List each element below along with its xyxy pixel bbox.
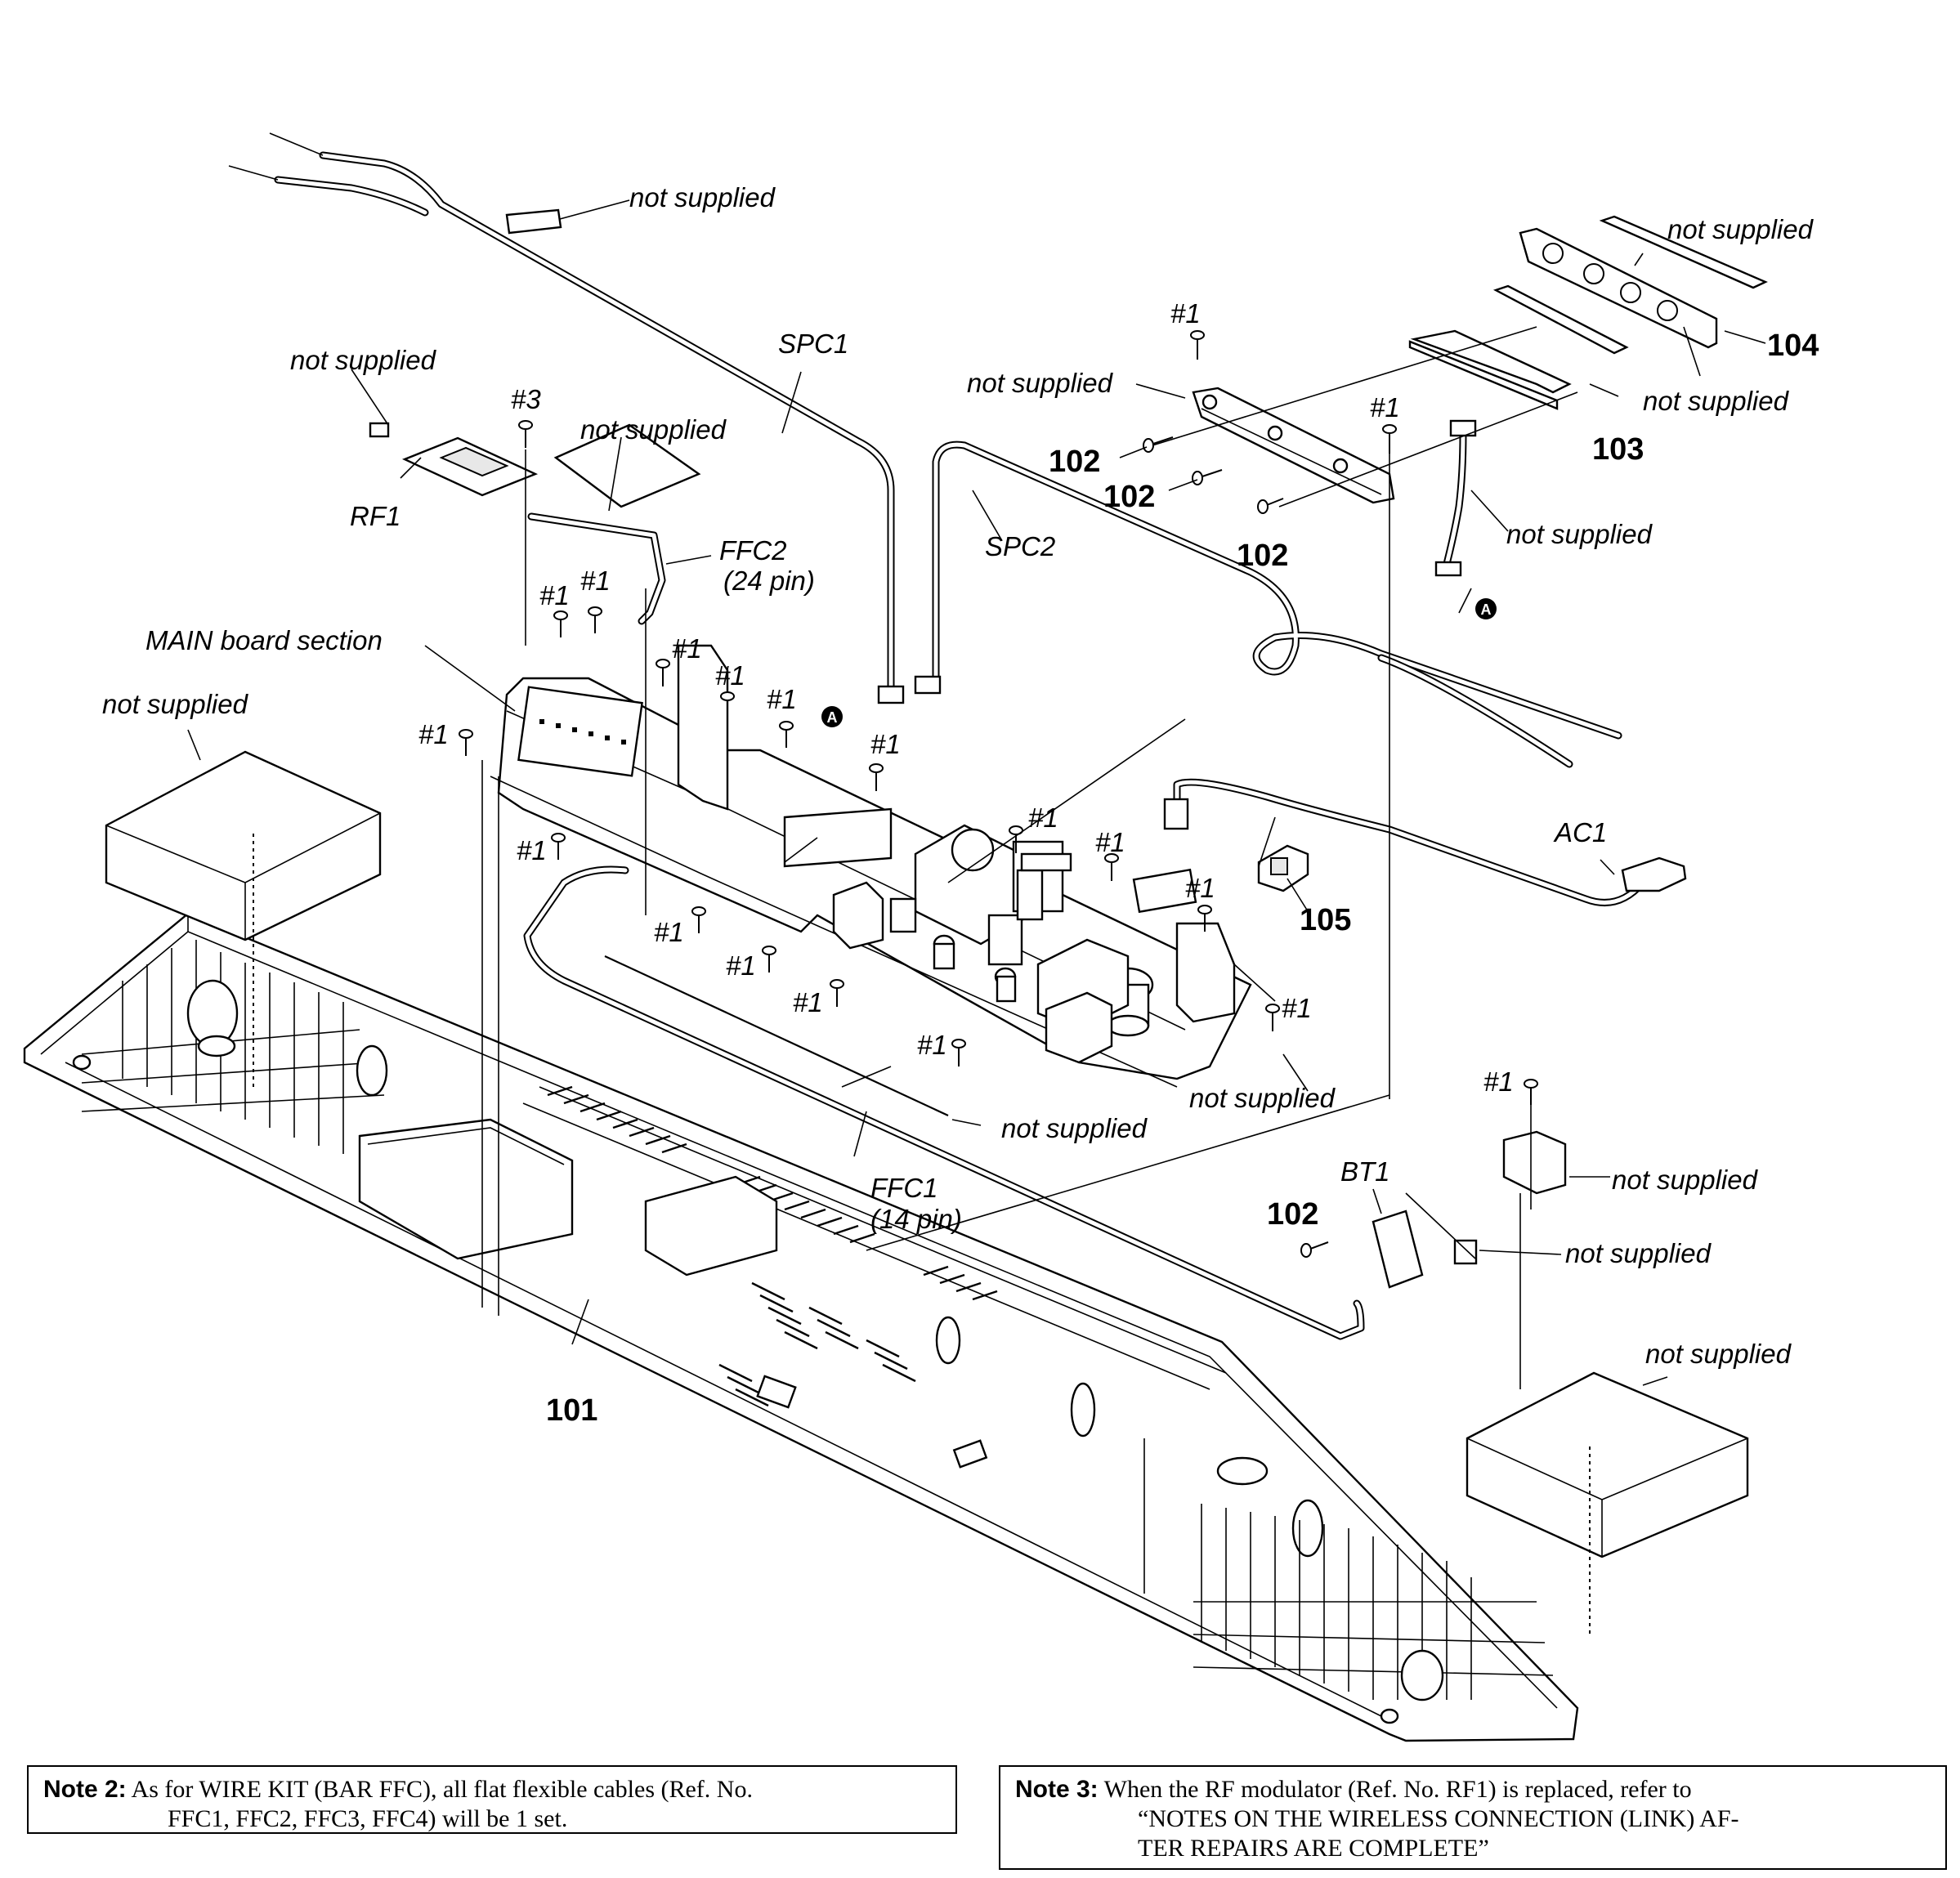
label-not-supplied-bracket: not supplied	[967, 368, 1114, 398]
svg-text:A: A	[827, 709, 838, 726]
note-2-box: Note 2: As for WIRE KIT (BAR FFC), all f…	[27, 1765, 957, 1834]
label-not-supplied-pad-left: not supplied	[102, 689, 249, 719]
label-ffc2-pin: (24 pin)	[723, 566, 815, 596]
label-rf1: RF1	[350, 501, 401, 531]
label-screw-1-h: #1	[1028, 803, 1058, 833]
labels: not supplied not supplied 104 SPC1 #1 no…	[102, 182, 1819, 1428]
label-ffc2: FFC2	[719, 535, 787, 566]
label-not-supplied-tr1: not supplied	[1667, 214, 1815, 244]
label-ref-103: 103	[1592, 432, 1644, 467]
screws	[459, 330, 1538, 1258]
main-board	[490, 644, 1252, 1088]
label-screw-1-c: #1	[672, 633, 702, 664]
label-screw-1-f: #1	[870, 729, 901, 759]
label-screw-1-g: #1	[418, 719, 449, 749]
label-ref-101: 101	[546, 1393, 597, 1428]
label-not-supplied-cable: not supplied	[1506, 519, 1653, 549]
label-not-supplied-board: not supplied	[1189, 1083, 1336, 1113]
rf-shield-sheet	[553, 423, 701, 508]
note-2-title: Note 2:	[43, 1776, 127, 1803]
strip-not-supplied	[604, 955, 949, 1116]
bt-holder	[1502, 1130, 1567, 1195]
note-2-line-2: FFC1, FFC2, FFC3, FFC4) will be 1 set.	[168, 1805, 568, 1832]
label-bt1: BT1	[1340, 1156, 1390, 1187]
label-ffc1: FFC1	[870, 1173, 938, 1203]
rf1-module	[369, 422, 539, 497]
label-not-supplied-strip: not supplied	[1001, 1113, 1148, 1143]
switch-105	[1257, 844, 1309, 892]
label-ref-102-b: 102	[1103, 480, 1155, 514]
label-ref-105: 105	[1300, 903, 1351, 937]
svg-text:A: A	[1481, 601, 1492, 618]
label-not-supplied-bt-holder: not supplied	[1612, 1165, 1759, 1195]
label-screw-3: #3	[511, 384, 541, 414]
left-foam-pad	[105, 750, 382, 941]
label-main-board: MAIN board section	[145, 625, 383, 655]
label-ref-104: 104	[1767, 329, 1819, 363]
label-ref-102-a: 102	[1049, 445, 1100, 479]
label-screw-1-n: #1	[793, 987, 823, 1017]
label-screw-1-top: #1	[1170, 298, 1201, 329]
label-screw-1-bracket: #1	[1370, 392, 1400, 423]
label-ref-102-c: 102	[1237, 539, 1288, 573]
label-screw-1-p: #1	[917, 1030, 947, 1060]
right-foam-pad	[1466, 1371, 1749, 1558]
note-2-line-1: As for WIRE KIT (BAR FFC), all flat flex…	[131, 1776, 753, 1803]
label-screw-1-b: #1	[580, 566, 611, 596]
label-not-supplied-sheet: not supplied	[580, 414, 727, 445]
label-screw-1-o: #1	[1282, 993, 1312, 1023]
label-not-supplied-pad-right: not supplied	[1645, 1339, 1792, 1369]
label-not-supplied-rf: not supplied	[290, 345, 437, 375]
note-3-box: Note 3: When the RF modulator (Ref. No. …	[999, 1765, 1947, 1870]
leader-lines	[187, 199, 1766, 1594]
switch-bracket-104	[1519, 227, 1718, 349]
label-spc1: SPC1	[778, 329, 848, 359]
sheet-mid-right	[1492, 284, 1629, 355]
label-screw-1-k: #1	[1185, 873, 1215, 903]
bracket-102	[1192, 387, 1395, 504]
label-screw-1-i: #1	[1095, 827, 1125, 857]
label-not-supplied-bt: not supplied	[1565, 1238, 1712, 1268]
sheet-upper-right	[1599, 215, 1768, 289]
label-ffc1-pin: (14 pin)	[870, 1204, 962, 1234]
label-screw-1-a: #1	[539, 580, 570, 610]
label-screw-1-j: #1	[517, 835, 547, 865]
label-spc2: SPC2	[985, 531, 1055, 561]
note-3-line-2: “NOTES ON THE WIRELESS CONNECTION (LINK)…	[1138, 1805, 1739, 1832]
label-ac1: AC1	[1553, 817, 1607, 847]
connector-a-marker-right: A	[1475, 598, 1497, 619]
label-ref-102-d: 102	[1267, 1197, 1318, 1232]
ac-plug	[1621, 856, 1687, 892]
label-screw-1-l: #1	[654, 917, 684, 947]
top-label-sheet	[505, 208, 562, 235]
board-103	[1408, 329, 1572, 410]
note-3-line-1: When the RF modulator (Ref. No. RF1) is …	[1103, 1776, 1692, 1803]
note-3-title: Note 3:	[1015, 1776, 1099, 1803]
label-not-supplied-tr2: not supplied	[1643, 386, 1790, 416]
bottom-chassis-101	[23, 912, 1579, 1742]
bt1-bracket	[1372, 1210, 1478, 1289]
label-not-supplied-top: not supplied	[629, 182, 776, 212]
label-screw-1-q: #1	[1483, 1066, 1514, 1097]
label-screw-1-d: #1	[715, 660, 745, 691]
connector-a-marker-left: A	[821, 706, 843, 727]
label-screw-1-e: #1	[767, 684, 797, 714]
note-3-line-3: TER REPAIRS ARE COMPLETE”	[1138, 1835, 1489, 1862]
label-screw-1-m: #1	[726, 950, 756, 981]
